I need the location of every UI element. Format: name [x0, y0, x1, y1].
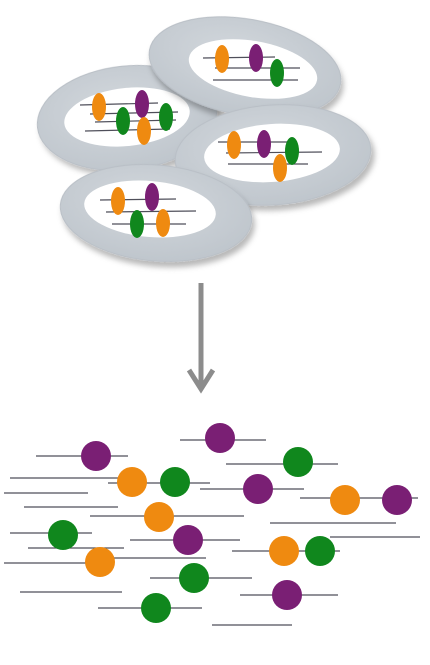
protein-purple	[135, 90, 149, 118]
protein-orange	[330, 485, 360, 515]
protein-green	[160, 467, 190, 497]
protein-orange	[85, 547, 115, 577]
protein-green	[130, 210, 144, 238]
protein-orange	[111, 187, 125, 215]
protein-green	[179, 563, 209, 593]
protein-purple	[173, 525, 203, 555]
dna-strand	[225, 151, 323, 154]
cell-right	[174, 104, 372, 206]
protein-orange	[273, 154, 287, 182]
down-arrow-icon	[186, 283, 216, 394]
protein-green	[283, 447, 313, 477]
protein-orange	[156, 209, 170, 237]
protein-purple	[81, 441, 111, 471]
protein-purple	[272, 580, 302, 610]
protein-green	[285, 137, 299, 165]
protein-purple	[243, 474, 273, 504]
protein-green	[116, 107, 130, 135]
protein-green	[141, 593, 171, 623]
protein-purple	[249, 44, 263, 72]
cell-left	[36, 64, 218, 172]
protein-purple	[205, 423, 235, 453]
protein-purple	[257, 130, 271, 158]
dna-strand	[202, 56, 276, 59]
protein-orange	[144, 502, 174, 532]
protein-green	[159, 103, 173, 131]
protein-orange	[227, 131, 241, 159]
cells-group	[36, 16, 372, 263]
cell-bottom	[59, 163, 253, 263]
fragments-group	[4, 423, 420, 626]
protein-orange	[137, 117, 151, 145]
protein-orange	[92, 93, 106, 121]
protein-orange	[117, 467, 147, 497]
protein-dots	[48, 423, 412, 623]
protein-green	[270, 59, 284, 87]
protein-orange	[269, 536, 299, 566]
protein-purple	[145, 183, 159, 211]
protein-orange	[215, 45, 229, 73]
cell-top	[148, 16, 342, 118]
protein-purple	[382, 485, 412, 515]
dna-strands	[4, 439, 420, 626]
protein-green	[305, 536, 335, 566]
protein-green	[48, 520, 78, 550]
